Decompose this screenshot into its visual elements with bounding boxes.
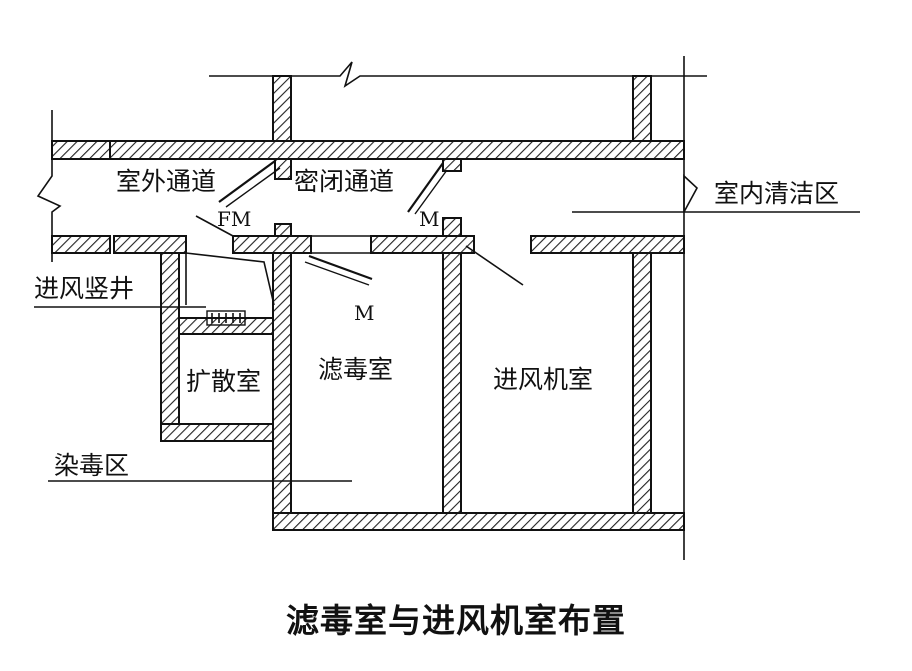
figure-caption: 滤毒室与进风机室布置	[286, 601, 626, 640]
label-fan-room: 进风机室	[493, 365, 593, 394]
door-mark-m-sealed: M	[419, 207, 439, 231]
label-sealed-passage: 密闭通道	[294, 167, 394, 196]
linework	[34, 56, 860, 560]
label-contaminated-zone: 染毒区	[54, 451, 129, 480]
label-expansion-room: 扩散室	[186, 367, 261, 396]
label-outdoor-passage: 室外通道	[116, 167, 216, 196]
door-mark-fm: FM	[217, 207, 251, 231]
door-mark-m-filter: M	[354, 301, 374, 325]
label-indoor-clean-zone: 室内清洁区	[714, 179, 839, 208]
label-intake-shaft: 进风竖井	[34, 274, 134, 303]
label-filter-room: 滤毒室	[318, 355, 393, 384]
